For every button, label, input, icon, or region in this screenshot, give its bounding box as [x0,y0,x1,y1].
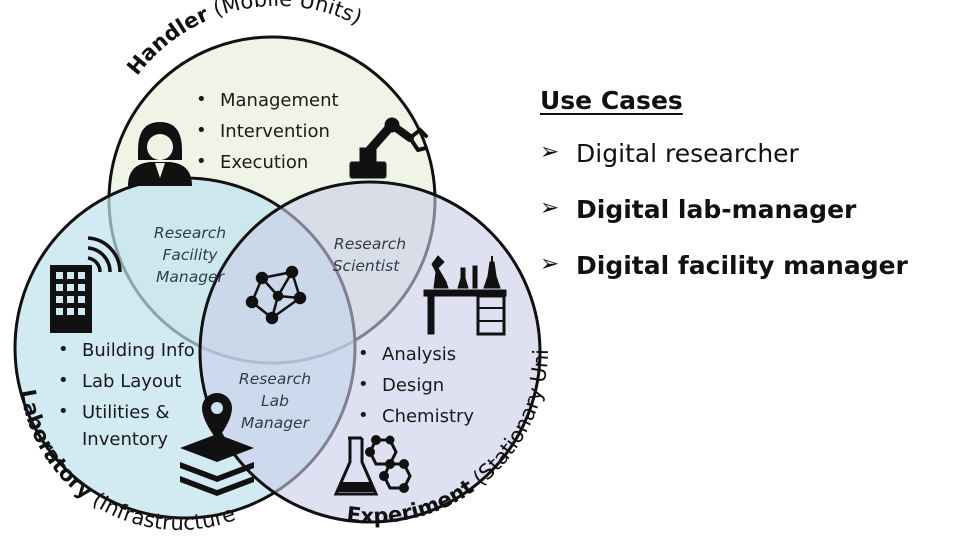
location-layers-icon [180,393,254,496]
building-wifi-icon [50,236,122,333]
svg-text:•: • [358,343,369,364]
svg-text:Utilities &: Utilities & [82,402,170,423]
svg-text:Lab: Lab [261,392,289,410]
svg-text:•: • [196,120,207,141]
overlap-research-facility-manager: Research Facility Manager [154,224,226,286]
svg-text:Inventory: Inventory [82,429,168,450]
svg-text:Analysis: Analysis [382,344,456,365]
use-case-item: ➢ Digital facility manager [540,251,970,307]
use-cases-title: Use Cases [540,86,683,115]
laboratory-list: •Building Info •Lab Layout •Utilities & … [58,339,195,450]
svg-text:Design: Design [382,375,444,396]
use-cases-panel: Use Cases ➢ Digital researcher ➢ Digital… [540,86,970,307]
svg-text:Research: Research [154,224,226,242]
svg-text:Scientist: Scientist [333,257,400,275]
svg-text:•: • [58,401,69,422]
arrow-bullet-icon: ➢ [540,139,560,165]
handler-list: • Management • Intervention • Execution [196,89,339,173]
lab-bench-icon [423,255,507,336]
svg-text:Building Info: Building Info [82,340,195,361]
use-case-label: Digital researcher [576,139,799,168]
svg-text:Management: Management [220,90,339,111]
svg-text:Research: Research [334,235,406,253]
network-graph-icon [245,265,307,325]
svg-text:•: • [58,370,69,391]
experiment-circle [198,180,542,524]
svg-text:Manager: Manager [156,268,226,286]
svg-text:•: • [196,89,207,110]
svg-text:•: • [58,339,69,360]
svg-text:Execution: Execution [220,152,308,173]
use-case-item: ➢ Digital researcher [540,139,970,195]
researcher-icon [128,122,192,186]
arrow-bullet-icon: ➢ [540,251,560,277]
svg-text:Chemistry: Chemistry [382,406,474,427]
use-case-label: Digital lab-manager [576,195,857,224]
robot-arm-icon [349,117,428,179]
svg-text:•: • [358,405,369,426]
use-case-label: Digital facility manager [576,251,908,280]
use-case-item: ➢ Digital lab-manager [540,195,970,251]
svg-text:•: • [196,151,207,172]
svg-text:•: • [358,374,369,395]
svg-text:Manager: Manager [241,414,311,432]
svg-text:Lab Layout: Lab Layout [82,371,181,392]
svg-text:Intervention: Intervention [220,121,330,142]
svg-text:Facility: Facility [162,246,218,264]
overlap-research-scientist: Research Scientist [333,235,406,275]
experiment-list: • Analysis • Design • Chemistry [358,343,474,427]
svg-text:Research: Research [239,370,311,388]
arrow-bullet-icon: ➢ [540,195,560,221]
overlap-research-lab-manager: Research Lab Manager [239,370,311,432]
flask-molecule-icon [333,435,412,496]
